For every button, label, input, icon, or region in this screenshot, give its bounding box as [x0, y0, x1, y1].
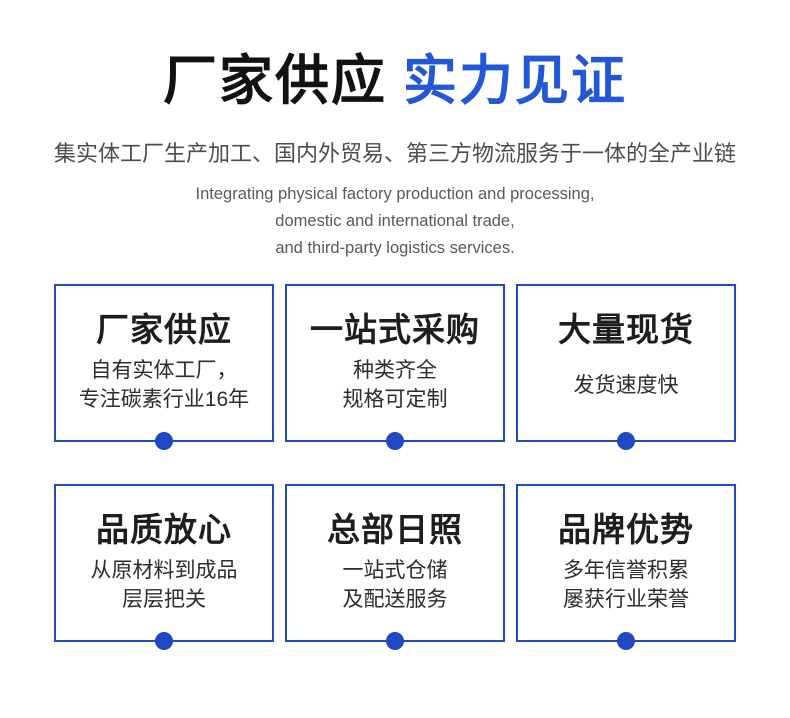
card-subtitle: 多年信誉积累屡获行业荣誉 [518, 553, 734, 617]
subtitle-english-line: and third-party logistics services. [275, 239, 515, 257]
card-subtitle-line: 从原材料到成品 [90, 559, 238, 582]
card-subtitle-line: 种类齐全 [353, 359, 437, 382]
card-subtitle-line: 及配送服务 [342, 588, 448, 611]
card-subtitle: 种类齐全规格可定制 [287, 353, 503, 417]
card-subtitle-line: 屡获行业荣誉 [563, 588, 689, 611]
feature-card: 品牌优势 多年信誉积累屡获行业荣誉 [516, 484, 736, 650]
page-title-blue-part: 实力见证 [403, 51, 627, 111]
feature-card: 总部日照 一站式仓储及配送服务 [285, 484, 505, 650]
card-title: 大量现货 [558, 311, 694, 348]
card-title: 品质放心 [96, 511, 232, 548]
subtitle-english-line: Integrating physical factory production … [195, 185, 595, 203]
subtitle-english-line: domestic and international trade, [275, 212, 515, 230]
card-bottom-dot-icon [386, 632, 404, 650]
page-title: 厂家供应实力见证 [0, 0, 790, 112]
card-subtitle-line: 发货速度快 [573, 373, 679, 397]
card-subtitle-line: 一站式仓储 [342, 559, 448, 582]
feature-card: 一站式采购 种类齐全规格可定制 [285, 284, 505, 450]
card-title: 一站式采购 [310, 311, 480, 348]
card-bottom-dot-icon [617, 632, 635, 650]
feature-card: 大量现货 发货速度快 [516, 284, 736, 450]
feature-card: 品质放心 从原材料到成品层层把关 [54, 484, 274, 650]
subtitle-chinese: 集实体工厂生产加工、国内外贸易、第三方物流服务于一体的全产业链 [53, 142, 736, 167]
card-subtitle-line: 自有实体工厂， [90, 359, 238, 382]
card-bottom-dot-icon [386, 432, 404, 450]
features-grid: 厂家供应 自有实体工厂， 专注碳素行业16年 一站式采购 种类齐全规格可定制 大量… [54, 284, 736, 650]
card-subtitle: 一站式仓储及配送服务 [287, 553, 503, 617]
subtitle-english: Integrating physical factory production … [0, 181, 790, 262]
card-bottom-dot-icon [155, 632, 173, 650]
card-subtitle-line: 层层把关 [122, 588, 206, 611]
feature-card: 厂家供应 自有实体工厂， 专注碳素行业16年 [54, 284, 274, 450]
card-subtitle: 自有实体工厂， 专注碳素行业16年 [56, 353, 272, 417]
card-subtitle-line: 多年信誉积累 [563, 559, 689, 582]
card-bottom-dot-icon [155, 432, 173, 450]
card-subtitle: 从原材料到成品层层把关 [56, 553, 272, 617]
card-title: 品牌优势 [558, 511, 694, 548]
card-title: 厂家供应 [96, 311, 232, 348]
card-bottom-dot-icon [617, 432, 635, 450]
card-subtitle-line: 规格可定制 [342, 388, 448, 411]
card-subtitle-line: 专注碳素行业16年 [78, 388, 250, 411]
page-title-black-part: 厂家供应 [163, 51, 387, 111]
card-subtitle: 发货速度快 [518, 353, 734, 417]
card-title: 总部日照 [327, 511, 463, 548]
